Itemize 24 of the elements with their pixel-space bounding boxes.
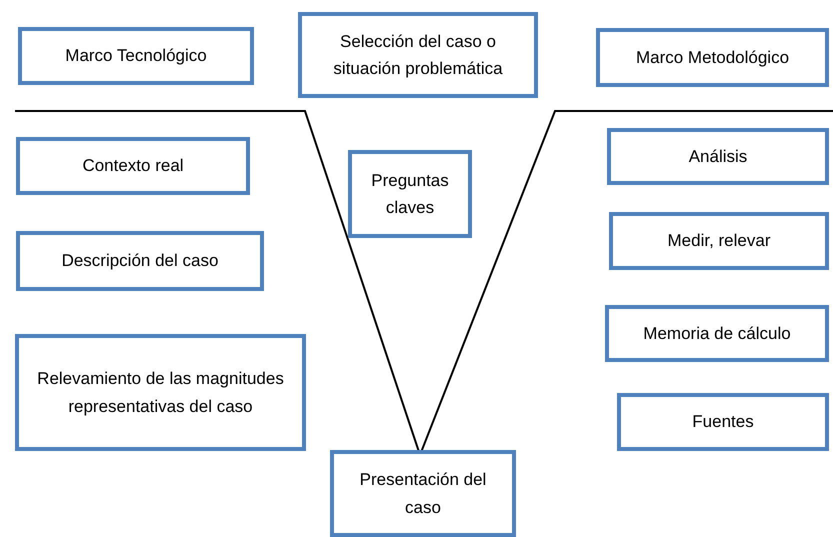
box-label: Presentación del caso [358, 469, 488, 518]
box-label: Marco Metodológico [636, 46, 790, 69]
box-label: Selección del caso o situación problemática [332, 30, 504, 80]
text-box [16, 231, 264, 291]
box-label: Fuentes [692, 411, 754, 434]
text-box [605, 305, 829, 362]
box-label: Marco Tecnológico [65, 45, 207, 68]
text-box [596, 28, 829, 87]
text-box [607, 128, 829, 185]
text-box [18, 27, 254, 85]
box-label: Relevamiento de las magnitudes representativas del caso [36, 368, 285, 418]
box-label: Contexto real [82, 155, 184, 178]
text-box [298, 12, 538, 98]
text-box [15, 334, 306, 451]
box-label: Medir, relevar [668, 230, 770, 252]
text-box [16, 137, 250, 195]
text-box [617, 393, 829, 451]
box-label: Memoria de cálculo [643, 322, 791, 345]
text-box [348, 150, 472, 238]
box-label: Preguntas claves [370, 170, 450, 219]
box-label: Análisis [688, 146, 748, 168]
text-box [330, 450, 516, 537]
box-label: Descripción del caso [62, 250, 218, 272]
text-box [609, 212, 829, 270]
